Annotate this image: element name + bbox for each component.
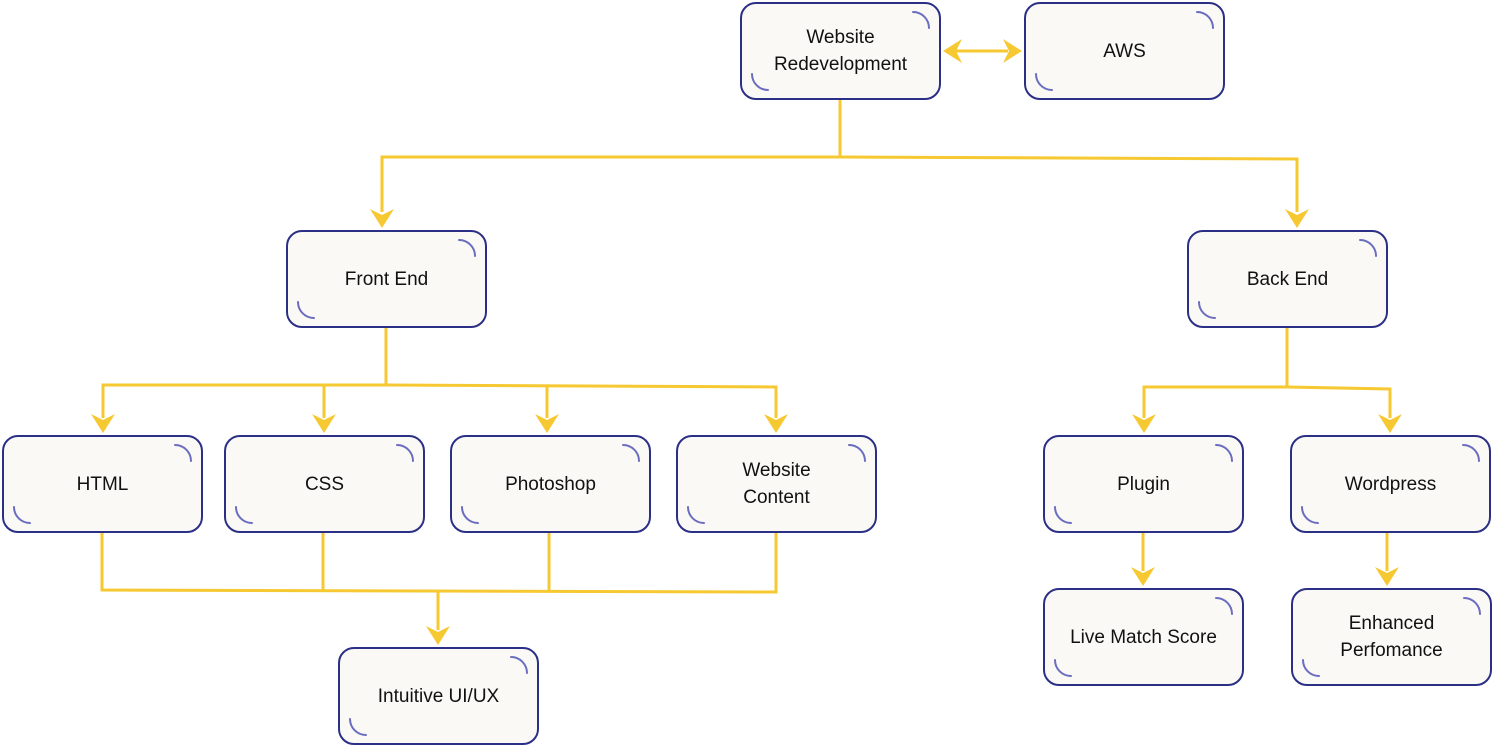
node-plugin: Plugin xyxy=(1043,435,1244,533)
corner-arc-icon xyxy=(912,11,930,29)
corner-arc-icon xyxy=(687,506,705,524)
corner-arc-icon xyxy=(1302,659,1320,677)
connector-backend-wordpress xyxy=(1286,385,1392,418)
node-label: Intuitive UI/UX xyxy=(377,685,500,707)
connector-backend-plugin xyxy=(1142,328,1289,418)
node-label: HTML xyxy=(76,473,129,495)
node-label: Plugin xyxy=(1117,473,1170,495)
arrowhead-down xyxy=(1375,567,1399,586)
node-label: Live Match Score xyxy=(1070,626,1217,648)
corner-arc-icon xyxy=(349,718,367,736)
node-enhanced-performance: Enhanced Perfomance xyxy=(1291,588,1492,686)
node-photoshop: Photoshop xyxy=(450,435,651,533)
corner-arc-icon xyxy=(1196,11,1214,29)
connector-redevelopment-backend xyxy=(839,155,1299,212)
corner-arc-icon xyxy=(297,301,315,319)
connector-frontend-content xyxy=(385,383,778,418)
node-label: Front End xyxy=(344,268,429,290)
node-live-match-score: Live Match Score xyxy=(1043,588,1244,686)
node-label: Wordpress xyxy=(1344,473,1437,495)
corner-arc-icon xyxy=(622,444,640,462)
node-label: Photoshop xyxy=(505,473,596,495)
node-website-redevelopment: Website Redevelopment xyxy=(740,2,941,100)
connector-redevelopment-frontend xyxy=(380,100,842,212)
corner-arc-icon xyxy=(1301,506,1319,524)
corner-arc-icon xyxy=(1054,659,1072,677)
node-label: Website Content xyxy=(742,460,811,508)
corner-arc-icon xyxy=(848,444,866,462)
corner-arc-icon xyxy=(1215,597,1233,615)
corner-arc-icon xyxy=(461,506,479,524)
node-label: Enhanced Perfomance xyxy=(1340,613,1443,661)
corner-arc-icon xyxy=(1463,597,1481,615)
node-html: HTML xyxy=(2,435,203,533)
arrowhead-down xyxy=(1285,209,1309,228)
node-wordpress: Wordpress xyxy=(1290,435,1491,533)
arrowhead-down xyxy=(91,414,115,433)
arrowhead-down xyxy=(764,414,788,433)
node-website-content: Website Content xyxy=(676,435,877,533)
arrowhead-right xyxy=(1003,39,1022,63)
arrowhead-left xyxy=(943,39,962,63)
corner-arc-icon xyxy=(1035,73,1053,91)
node-label: Website Redevelopment xyxy=(773,27,908,75)
connector-frontend-html xyxy=(101,328,388,418)
node-intuitive-ui-ux: Intuitive UI/UX xyxy=(338,647,539,745)
arrowhead-down xyxy=(1132,414,1156,433)
corner-arc-icon xyxy=(174,444,192,462)
corner-arc-icon xyxy=(396,444,414,462)
corner-arc-icon xyxy=(751,73,769,91)
arrowhead-down xyxy=(1131,567,1155,586)
arrowhead-down xyxy=(426,626,450,645)
corner-arc-icon xyxy=(1462,444,1480,462)
corner-arc-icon xyxy=(1054,506,1072,524)
connector-merge-bus xyxy=(100,533,778,594)
node-front-end: Front End xyxy=(286,230,487,328)
arrowhead-down xyxy=(535,414,559,433)
corner-arc-icon xyxy=(1359,239,1377,257)
arrowhead-down xyxy=(370,209,394,228)
node-label: Back End xyxy=(1246,268,1329,290)
corner-arc-icon xyxy=(458,239,476,257)
arrowhead-down xyxy=(1378,414,1402,433)
node-label: CSS xyxy=(304,473,345,495)
corner-arc-icon xyxy=(1215,444,1233,462)
node-aws: AWS xyxy=(1024,2,1225,100)
node-label: AWS xyxy=(1103,40,1146,62)
node-back-end: Back End xyxy=(1187,230,1388,328)
corner-arc-icon xyxy=(1198,301,1216,319)
corner-arc-icon xyxy=(510,656,528,674)
node-css: CSS xyxy=(224,435,425,533)
corner-arc-icon xyxy=(235,506,253,524)
corner-arc-icon xyxy=(13,506,31,524)
arrowhead-down xyxy=(312,414,336,433)
